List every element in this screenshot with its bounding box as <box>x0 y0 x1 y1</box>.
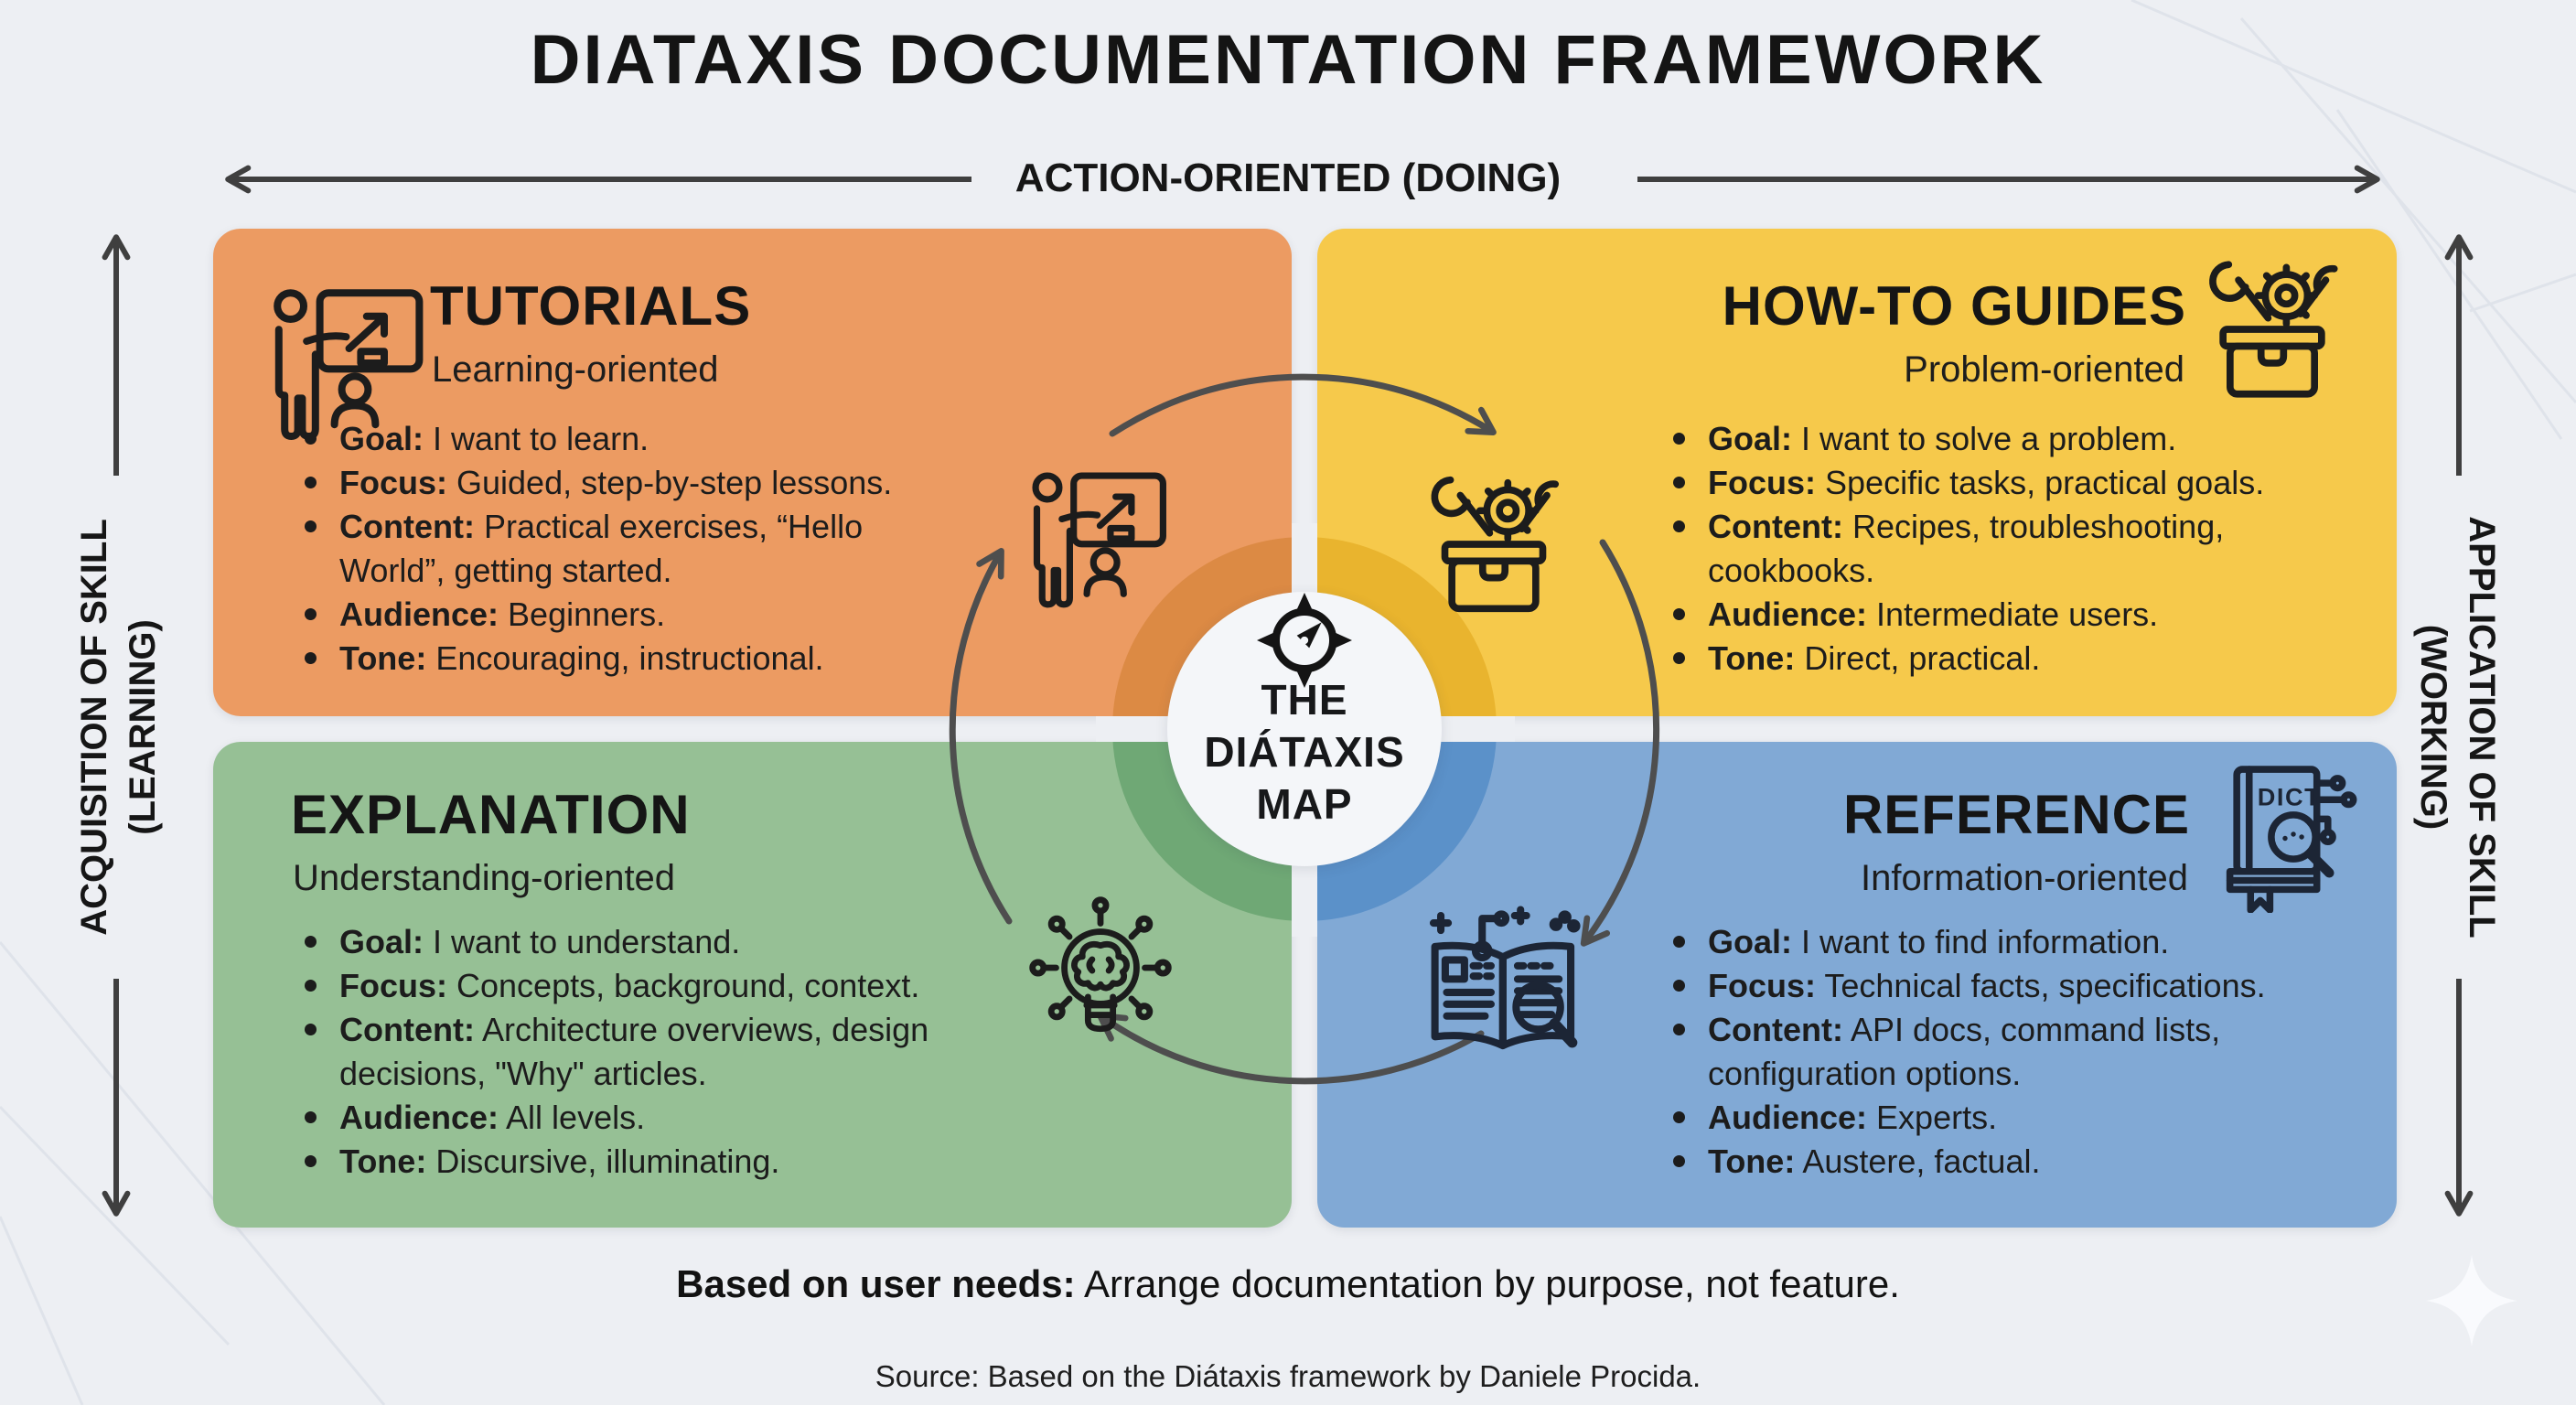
center-line1: THE <box>1261 676 1348 724</box>
page-title: DIATAXIS DOCUMENTATION FRAMEWORK <box>530 21 2046 99</box>
explanation-subtitle: Understanding-oriented <box>293 858 676 898</box>
bullet-item: Content: Recipes, troubleshooting, cookb… <box>1671 505 2328 593</box>
center-map-title: THE DIÁTAXIS MAP <box>1112 674 1497 831</box>
bullet-item: Content: Practical exercises, “Hello Wor… <box>303 505 936 593</box>
bullet-item: Audience: Intermediate users. <box>1671 593 2328 637</box>
how-to-bullets: Goal: I want to solve a problem.Focus: S… <box>1671 417 2328 681</box>
right-axis-arrow <box>2444 234 2474 1217</box>
footer-note: Based on user needs: Arrange documentati… <box>0 1262 2576 1306</box>
bullet-item: Tone: Direct, practical. <box>1671 637 2328 681</box>
axis-top-label: ACTION-ORIENTED (DOING) <box>1014 156 1562 200</box>
sparkle-decoration <box>2426 1255 2517 1346</box>
quadrant-how-to-guides <box>1317 229 2397 716</box>
tutorials-bullets: Goal: I want to learn.Focus: Guided, ste… <box>303 417 936 681</box>
bullet-item: Goal: I want to learn. <box>303 417 936 461</box>
explanation-title: EXPLANATION <box>291 784 691 845</box>
how-to-title: HOW-TO GUIDES <box>1722 275 2186 337</box>
how-to-subtitle: Problem-oriented <box>1904 349 2184 390</box>
bullet-item: Audience: All levels. <box>303 1096 971 1140</box>
toolbox-icon <box>1420 471 1568 617</box>
bullet-item: Focus: Specific tasks, practical goals. <box>1671 461 2328 505</box>
center-line3: MAP <box>1256 780 1353 828</box>
top-axis-arrow <box>225 165 2380 194</box>
bullet-item: Focus: Concepts, background, context. <box>303 964 971 1008</box>
reference-title: REFERENCE <box>1842 784 2190 845</box>
bullet-item: Focus: Technical facts, specifications. <box>1671 964 2332 1008</box>
bullet-item: Focus: Guided, step-by-step lessons. <box>303 461 936 505</box>
footer-note-label: Based on user needs: <box>676 1262 1076 1305</box>
open-book-search-icon <box>1414 904 1583 1057</box>
bullet-item: Content: API docs, command lists, config… <box>1671 1008 2332 1096</box>
bullet-item: Audience: Beginners. <box>303 593 936 637</box>
bullet-item: Tone: Discursive, illuminating. <box>303 1140 971 1184</box>
presentation-icon <box>1026 465 1171 613</box>
bullet-item: Tone: Austere, factual. <box>1671 1140 2332 1184</box>
bullet-item: Goal: I want to solve a problem. <box>1671 417 2328 461</box>
bullet-item: Goal: I want to understand. <box>303 920 971 964</box>
lightbulb-brain-icon <box>1017 895 1184 1041</box>
bullet-item: Tone: Encouraging, instructional. <box>303 637 936 681</box>
tutorials-subtitle: Learning-oriented <box>432 349 719 390</box>
footer-note-text: Arrange documentation by purpose, not fe… <box>1083 1262 1900 1305</box>
left-axis-arrow <box>102 234 131 1217</box>
bullet-item: Audience: Experts. <box>1671 1096 2332 1140</box>
quadrant-reference <box>1317 742 2397 1228</box>
reference-subtitle: Information-oriented <box>1861 858 2188 898</box>
bullet-item: Goal: I want to find information. <box>1671 920 2332 964</box>
bullet-item: Content: Architecture overviews, design … <box>303 1008 971 1096</box>
explanation-bullets: Goal: I want to understand.Focus: Concep… <box>303 920 971 1184</box>
tutorials-title: TUTORIALS <box>430 275 752 337</box>
reference-bullets: Goal: I want to find information.Focus: … <box>1671 920 2332 1184</box>
footer-source: Source: Based on the Diátaxis framework … <box>875 1359 1701 1393</box>
center-line2: DIÁTAXIS <box>1204 728 1405 776</box>
